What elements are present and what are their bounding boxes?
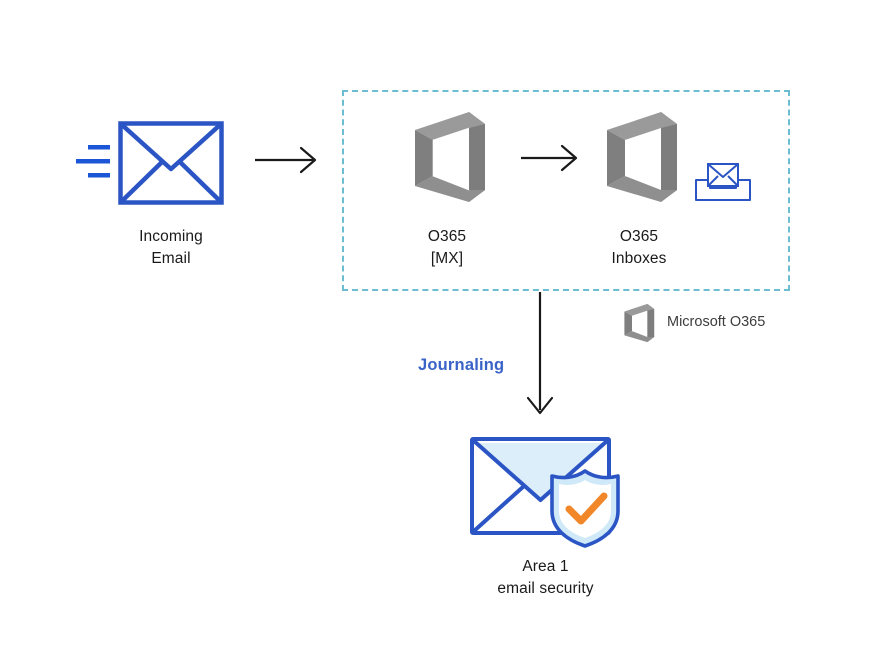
envelope-icon — [118, 121, 224, 205]
speed-lines-icon — [76, 145, 110, 178]
o365-group-boundary — [342, 90, 790, 291]
legend-label-microsoft-o365: Microsoft O365 — [667, 314, 766, 330]
envelope-shield-check-icon — [470, 437, 620, 548]
journaling-label: Journaling — [418, 356, 505, 374]
area1-email-security-label: Area 1 email security — [497, 558, 594, 597]
incoming-email-label: Incoming Email — [139, 228, 203, 267]
o365-inboxes-label: O365 Inboxes — [611, 228, 667, 267]
office365-logo-icon — [607, 112, 677, 202]
o365-mx-label: O365 [MX] — [427, 228, 467, 267]
office365-logo-icon — [415, 112, 485, 202]
arrow-inboxes-to-area1 — [526, 292, 554, 415]
office365-logo-icon — [624, 303, 655, 343]
arrow-incoming-to-mx — [255, 146, 317, 174]
arrow-mx-to-inboxes — [521, 144, 578, 172]
inbox-tray-icon — [695, 163, 751, 201]
